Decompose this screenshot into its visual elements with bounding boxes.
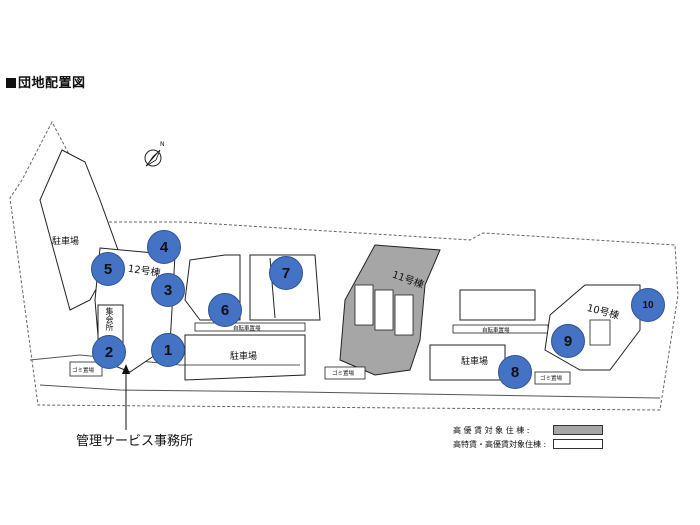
b11-unit-3 bbox=[394, 294, 414, 336]
map-title: 団地配置図 bbox=[6, 72, 86, 91]
center-parking bbox=[184, 334, 306, 381]
label-parking-center: 駐車場 bbox=[230, 352, 258, 362]
title-bullet-icon bbox=[6, 78, 16, 88]
label-garbage-1: ゴミ置場 bbox=[72, 368, 95, 374]
label-bike-parking-2: 自転車置場 bbox=[482, 328, 510, 334]
north-label: N bbox=[160, 141, 165, 148]
north-arrow-icon bbox=[144, 149, 162, 167]
garbage-1-rect bbox=[69, 361, 103, 377]
legend-special-swatch bbox=[553, 439, 603, 449]
road-outline bbox=[39, 384, 661, 399]
legend-high-quality-swatch bbox=[553, 425, 603, 435]
marker-3[interactable]: 3 bbox=[151, 273, 185, 307]
label-parking-west: 駐車場 bbox=[52, 237, 80, 247]
marker-6[interactable]: 6 bbox=[208, 293, 242, 327]
label-bike-parking-1: 自転車置場 bbox=[233, 326, 261, 332]
map-title-text: 団地配置図 bbox=[18, 76, 86, 91]
marker-10[interactable]: 10 bbox=[631, 288, 665, 322]
b11-unit-2 bbox=[374, 289, 394, 331]
marker-2[interactable]: 2 bbox=[92, 335, 126, 369]
center-lot bbox=[184, 254, 241, 321]
marker-9[interactable]: 9 bbox=[551, 324, 585, 358]
b11-unit-1 bbox=[354, 284, 374, 326]
legend-special-label: 高特賃・高優賃対象住棟 : bbox=[453, 440, 547, 449]
office-arrow-icon bbox=[122, 364, 130, 430]
marker-5[interactable]: 5 bbox=[91, 252, 125, 286]
legend-high-quality-label: 高 優 賃 対 象 住 棟 : bbox=[453, 426, 530, 435]
label-garbage-3: ゴミ置場 bbox=[540, 376, 563, 382]
label-parking-east: 駐車場 bbox=[461, 357, 489, 367]
office-label: 管理サービス事務所 bbox=[76, 434, 194, 449]
marker-7[interactable]: 7 bbox=[269, 256, 303, 290]
bike-parking-1-rect bbox=[194, 322, 306, 332]
marker-1[interactable]: 1 bbox=[151, 333, 185, 367]
label-garbage-2: ゴミ置場 bbox=[332, 371, 355, 377]
garbage-2-rect bbox=[324, 366, 366, 380]
marker-8[interactable]: 8 bbox=[498, 355, 532, 389]
center-lot-2 bbox=[249, 254, 321, 321]
marker-4[interactable]: 4 bbox=[147, 230, 181, 264]
label-meeting-hall: 集会所 bbox=[105, 307, 114, 331]
east-lot bbox=[459, 289, 536, 321]
garbage-3-rect bbox=[534, 371, 571, 385]
site-boundary bbox=[9, 120, 679, 411]
b10-unit bbox=[589, 319, 611, 346]
